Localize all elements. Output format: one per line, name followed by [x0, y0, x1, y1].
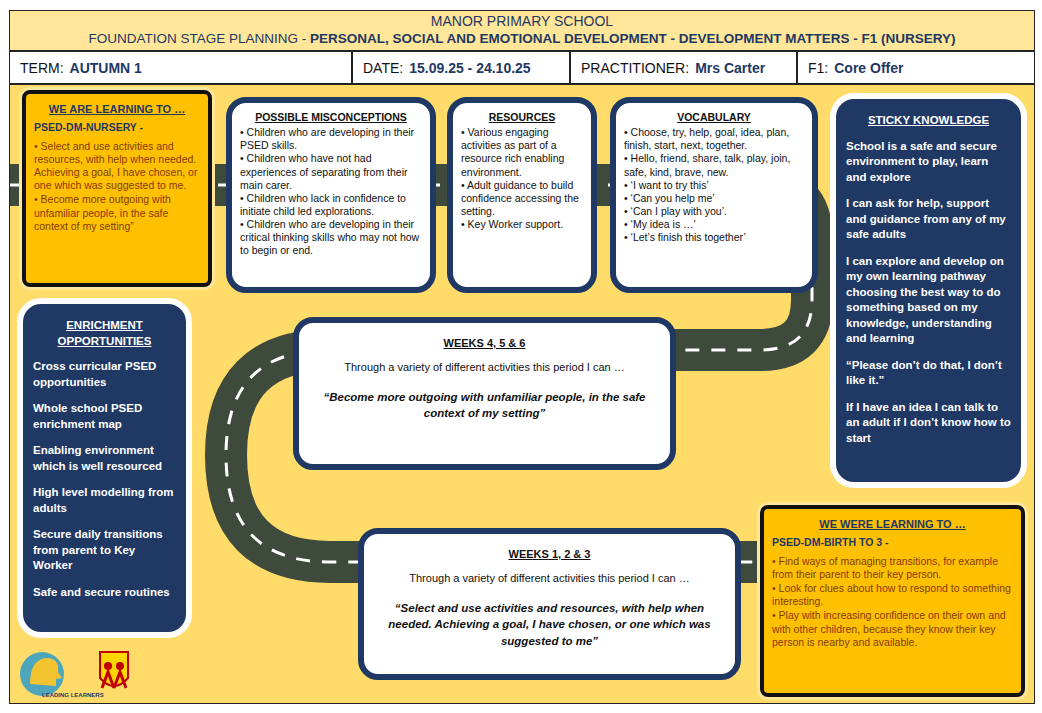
box-text: • Play with increasing confidence on the…	[772, 609, 1013, 648]
box-text: Through a variety of different activitie…	[307, 361, 662, 375]
box-text: PSED-DM-NURSERY -	[34, 121, 200, 134]
logo-circle	[20, 652, 64, 696]
box-text: • ‘I want to try this’	[624, 179, 804, 192]
box-text: “Please don’t do that, I don’t like it.”	[846, 358, 1011, 389]
objective-box: WE WERE LEARNING TO … PSED-DM-BIRTH TO 3 …	[760, 505, 1025, 697]
box-text: • Select and use activities and resource…	[34, 140, 200, 193]
info-cell: DATE: 15.09.25 - 24.10.25	[352, 51, 570, 84]
logo-figure-body	[102, 672, 126, 688]
box-text: “Become more outgoing with unfamiliar pe…	[321, 389, 648, 422]
box-text: • Various engaging activities as part of…	[461, 126, 583, 179]
box-text: • Choose, try, help, goal, idea, plan, f…	[624, 126, 804, 152]
enrichment-box: ENRICHMENT OPPORTUNITIES Cross curricular…	[17, 298, 192, 638]
logo-text: LEADING LEARNERS	[42, 692, 104, 698]
box-text: • ‘My idea is …’	[624, 218, 804, 231]
box-text: • Adult guidance to build confidence acc…	[461, 179, 583, 218]
info-cell: TERM: AUTUMN 1	[9, 51, 352, 84]
logo-head	[30, 658, 62, 686]
box-text: • ‘Can I play with you’.	[624, 205, 804, 218]
box-text: • ‘Let’s finish this together’	[624, 231, 804, 244]
box-text: School is a safe and secure environment …	[846, 139, 1011, 186]
objective-box: WE ARE LEARNING TO … PSED-DM-NURSERY - • S…	[22, 90, 212, 287]
box-heading: ENRICHMENT OPPORTUNITIES	[33, 318, 176, 349]
subtitle-text: FOUNDATION STAGE PLANNING -	[88, 31, 310, 46]
box-text: Mrs Carter	[695, 60, 765, 76]
box-heading: PRACTITIONER:	[581, 60, 689, 76]
box-text: Enabling environment which is well resou…	[33, 443, 176, 474]
week-box: WEEKS 4, 5 & 6 Through a variety of diffe…	[293, 317, 676, 470]
box-heading: F1:	[808, 60, 828, 76]
info-cell: PRACTITIONER: Mrs Carter	[570, 51, 797, 84]
box-heading: TERM:	[20, 60, 64, 76]
box-heading: WE WERE LEARNING TO …	[772, 518, 1013, 532]
box-text: • Children who have not had experiences …	[240, 152, 422, 191]
box-heading: VOCABULARY	[624, 111, 804, 124]
box-text: Through a variety of different activitie…	[372, 572, 727, 586]
box-text: AUTUMN 1	[70, 60, 142, 76]
box-text: • ‘Can you help me’	[624, 192, 804, 205]
knowledge-box: STICKY KNOWLEDGE School is a safe and sec…	[830, 93, 1027, 488]
box-text: 15.09.25 - 24.10.25	[409, 60, 530, 76]
week-box: WEEKS 1, 2 & 3 Through a variety of diffe…	[358, 528, 741, 680]
box-text: I can explore and develop on my own lear…	[846, 254, 1011, 347]
box-text: “Select and use activities and resources…	[386, 600, 713, 650]
box-text: I can ask for help, support and guidance…	[846, 196, 1011, 243]
box-heading: POSSIBLE MISCONCEPTIONS	[240, 111, 422, 124]
page-title: MANOR PRIMARY SCHOOL	[9, 13, 1035, 29]
box-heading: DATE:	[363, 60, 403, 76]
box-heading: RESOURCES	[461, 111, 583, 124]
subtitle-text: PERSONAL, SOCIAL AND EMOTIONAL DEVELOPME…	[310, 31, 956, 46]
box-text: • Children who lack in confidence to ini…	[240, 192, 422, 218]
info-box: RESOURCES • Various engaging activities a…	[447, 97, 597, 293]
box-heading: WEEKS 1, 2 & 3	[372, 548, 727, 562]
box-text: • Look for clues about how to respond to…	[772, 582, 1013, 608]
box-text: If I have an idea I can talk to an adult…	[846, 400, 1011, 447]
box-text: Secure daily transitions from parent to …	[33, 527, 176, 574]
box-text: • Key Worker support.	[461, 218, 583, 231]
box-text: • Hello, friend, share, talk, play, join…	[624, 152, 804, 178]
box-text: • Children who are developing in their c…	[240, 218, 422, 257]
box-text: High level modelling from adults	[33, 485, 176, 516]
box-text: Safe and secure routines	[33, 585, 176, 601]
box-text: Whole school PSED enrichment map	[33, 401, 176, 432]
box-heading: WE ARE LEARNING TO …	[34, 103, 200, 117]
info-box: POSSIBLE MISCONCEPTIONS • Children who ar…	[226, 97, 436, 293]
box-text: Cross curricular PSED opportunities	[33, 359, 176, 390]
info-cell: F1: Core Offer	[797, 51, 1035, 84]
box-text: • Find ways of managing transitions, for…	[772, 555, 1013, 581]
box-text: Core Offer	[834, 60, 903, 76]
box-text: • Children who are developing in their P…	[240, 126, 422, 152]
box-text: • Become more outgoing with unfamiliar p…	[34, 193, 200, 232]
box-text: PSED-DM-BIRTH TO 3 -	[772, 536, 1013, 549]
info-box: VOCABULARY • Choose, try, help, goal, ide…	[610, 97, 818, 293]
box-heading: WEEKS 4, 5 & 6	[307, 337, 662, 351]
box-heading: STICKY KNOWLEDGE	[846, 113, 1011, 129]
subtitle-line: FOUNDATION STAGE PLANNING - PERSONAL, SO…	[9, 31, 1035, 46]
